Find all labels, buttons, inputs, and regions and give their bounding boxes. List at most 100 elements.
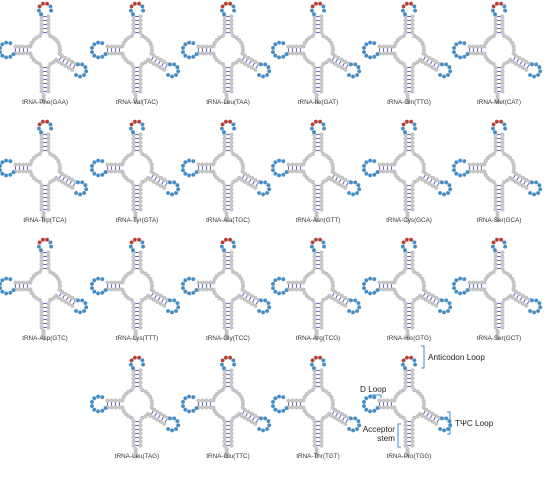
stem-nucleotide [403,26,408,31]
trna-label: tRNA-Tyr(GTA) [116,217,159,224]
junction-nucleotide [143,296,148,301]
stem-nucleotide [493,18,498,23]
stem-nucleotide [158,419,163,424]
loop-nucleotide [78,74,83,79]
stem-nucleotide [467,280,472,285]
loop-nucleotide [265,426,270,432]
junction-nucleotide [302,408,307,414]
stem-nucleotide [59,297,64,302]
stem-nucleotide [410,136,415,141]
loop-nucleotide [454,42,459,47]
stem-nucleotide [148,413,153,418]
loop-nucleotide [361,50,367,55]
stem-nucleotide [403,262,408,267]
stem-nucleotide [312,427,317,432]
stem-nucleotide [493,81,498,86]
stem-nucleotide [158,183,163,188]
loop-nucleotide [176,69,181,74]
stem-nucleotide [39,140,44,145]
junction-nucleotide [418,38,423,43]
annotation-label: TΨC Loop [455,419,494,428]
junction-nucleotide [126,60,131,65]
stem-nucleotide [410,376,415,381]
loop-nucleotide [348,416,354,421]
acceptor-tail-nucleotide [224,211,229,216]
loop-nucleotide [321,122,326,127]
anticodon-nucleotide [401,122,406,127]
stem-nucleotide [131,309,136,314]
stem-nucleotide [312,254,317,259]
trna-structure: tRNA-Glu(TTC) [180,355,272,460]
loop-nucleotide [191,54,196,59]
junction-nucleotide [48,297,53,303]
stem-nucleotide [46,183,51,188]
anticodon-nucleotide [313,237,318,242]
loop-nucleotide [89,399,95,404]
loop-nucleotide [351,428,356,433]
stem-nucleotide [131,191,136,196]
stem-nucleotide [500,77,505,82]
stem-nucleotide [312,443,317,448]
trna-label: tRNA-Phe(GAA) [22,99,68,106]
stem-nucleotide [513,61,518,66]
stem-nucleotide [131,305,136,310]
stem-nucleotide [59,61,64,66]
stem-nucleotide [381,162,386,167]
junction-nucleotide [121,172,126,178]
stem-nucleotide [222,266,227,271]
loop-nucleotide [364,278,369,283]
stem-nucleotide [229,376,234,381]
stem-nucleotide [229,85,234,90]
stem-nucleotide [39,207,44,212]
stem-nucleotide [138,187,143,192]
stem-nucleotide [148,295,153,300]
loop-nucleotide [183,407,188,412]
stem-nucleotide [246,409,251,414]
anticodon-nucleotide [228,355,233,360]
loop-nucleotide [413,362,418,367]
stem-nucleotide [229,26,234,31]
acceptor-tail-nucleotide [405,218,410,223]
stem-nucleotide [39,89,44,94]
acceptor-tail-nucleotide [405,100,410,105]
loop-nucleotide [281,172,286,177]
loop-nucleotide [438,72,443,78]
stem-nucleotide [229,305,234,310]
loop-nucleotide [257,426,262,432]
loop-nucleotide [170,192,175,197]
loop-nucleotide [284,52,289,57]
stem-nucleotide [410,435,415,440]
loop-nucleotide [78,192,83,197]
junction-nucleotide [129,61,134,67]
junction-nucleotide [240,280,245,285]
stem-nucleotide [475,51,480,56]
junction-nucleotide [488,178,493,183]
junction-nucleotide [129,179,134,185]
junction-nucleotide [126,271,131,276]
loop-nucleotide [270,286,276,291]
loop-nucleotide [273,160,278,165]
stem-nucleotide [500,321,505,326]
stem-nucleotide [25,280,30,285]
loop-nucleotide [267,423,272,428]
junction-nucleotide [412,297,417,303]
stem-nucleotide [229,384,234,389]
stem-nucleotide [403,376,408,381]
stem-nucleotide [385,162,390,167]
annotation-label: Anticodon Loop [428,353,485,362]
stem-nucleotide [138,439,143,444]
stem-nucleotide [319,199,324,204]
stem-nucleotide [222,136,227,141]
loop-nucleotide [187,394,192,399]
junction-nucleotide [29,290,34,296]
stem-nucleotide [434,303,439,308]
stem-nucleotide [294,398,299,403]
loop-nucleotide [128,126,133,131]
stem-nucleotide [410,69,415,74]
stem-nucleotide [131,419,136,424]
stem-nucleotide [46,89,51,94]
stem-nucleotide [117,280,122,285]
stem-nucleotide [222,427,227,432]
stem-nucleotide [427,181,432,186]
junction-nucleotide [48,61,53,67]
